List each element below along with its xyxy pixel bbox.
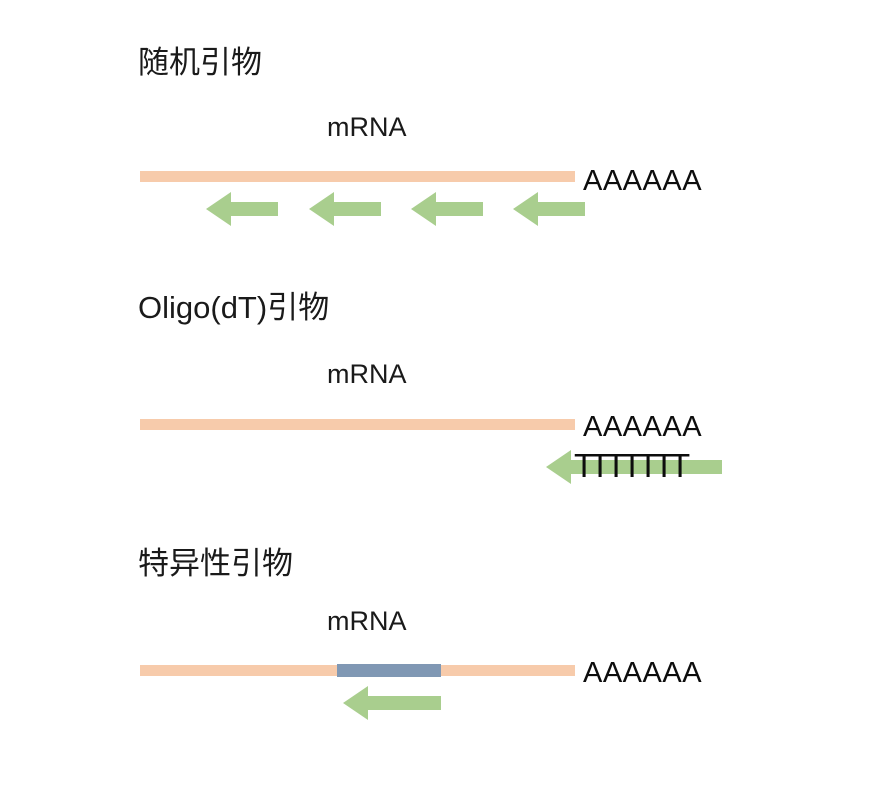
random-primer-arrow-4	[513, 192, 585, 226]
random-primer-arrow-2	[309, 192, 381, 226]
arrow-shaft	[537, 202, 585, 216]
arrow-shaft	[570, 460, 722, 474]
arrow-shaft	[435, 202, 483, 216]
oligo-dt-base: T	[590, 446, 611, 484]
target-region-segment	[337, 664, 441, 677]
mrna-strand-random-primer	[140, 171, 575, 182]
arrow-head-icon	[513, 192, 538, 226]
arrow-head-icon	[309, 192, 334, 226]
polya-tail-oligo-dt-primer: AAAAAA	[583, 411, 703, 443]
oligo-dt-base: T	[606, 446, 627, 484]
oligo-dt-base: T	[622, 446, 643, 484]
arrow-head-icon	[343, 686, 368, 720]
arrow-head-icon	[411, 192, 436, 226]
oligo-dt-base: T	[654, 446, 675, 484]
section-heading-oligo-dt-primer: Oligo(dT)引物	[138, 290, 330, 325]
random-primer-arrow-3	[411, 192, 483, 226]
arrow-shaft	[230, 202, 278, 216]
arrow-shaft	[333, 202, 381, 216]
polya-tail-random-primer: AAAAAA	[583, 165, 703, 197]
polya-tail-specific-primer: AAAAAA	[583, 657, 703, 689]
random-primer-arrow-1	[206, 192, 278, 226]
oligo-dt-base: T	[574, 446, 595, 484]
section-heading-random-primer: 随机引物	[138, 45, 262, 80]
arrow-shaft	[367, 696, 441, 710]
oligo-dt-primer-arrow: T T T T T T T	[546, 446, 722, 484]
arrow-head-icon	[206, 192, 231, 226]
mrna-label-random-primer: mRNA	[327, 112, 407, 142]
mrna-label-specific-primer: mRNA	[327, 606, 407, 636]
oligo-dt-sequence: T T T T T T T	[574, 446, 691, 484]
oligo-dt-base: T	[638, 446, 659, 484]
oligo-dt-base: T	[670, 446, 691, 484]
arrow-head-icon	[546, 450, 571, 484]
section-heading-specific-primer: 特异性引物	[138, 546, 293, 581]
mrna-label-oligo-dt-primer: mRNA	[327, 359, 407, 389]
specific-primer-arrow	[343, 686, 441, 720]
mrna-strand-oligo-dt-primer	[140, 419, 575, 430]
